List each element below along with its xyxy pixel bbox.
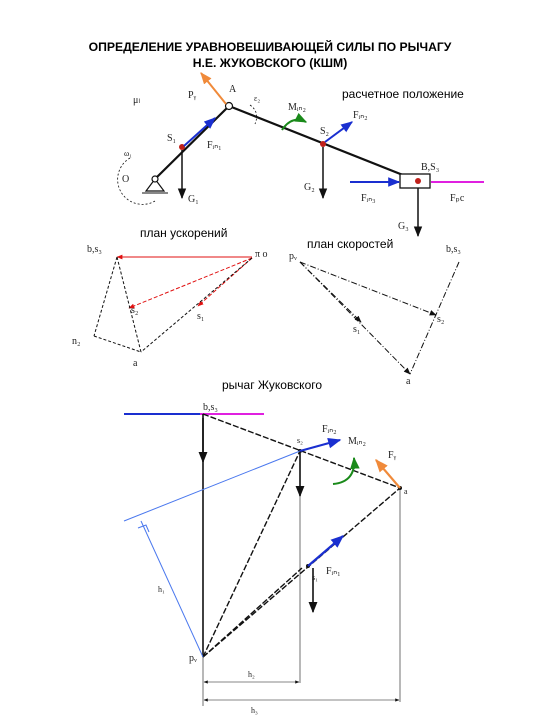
lever-pv-label: pᵥ: [189, 653, 197, 664]
accel-n2-label: n₂: [72, 336, 81, 347]
f-in3-label: Fᵢₙ₃: [361, 193, 376, 204]
title-line-2: Н.Е. ЖУКОВСКОГО (КШМ): [192, 56, 348, 70]
title-line-1: ОПРЕДЕЛЕНИЕ УРАВНОВЕШИВАЮЩЕЙ СИЛЫ ПО РЫЧ…: [88, 40, 452, 54]
lever-f-y-label: Fᵧ: [388, 450, 397, 461]
lever-m-in2-label: Mᵢₙ₂: [348, 436, 366, 447]
accel-a-label: a: [133, 358, 138, 369]
joint-s1: [179, 144, 185, 150]
lever-f-y-arrow: [375, 458, 401, 489]
accel-a-vector: [140, 257, 253, 353]
joint-b: [415, 178, 421, 184]
s2-label: S₂: [320, 126, 329, 137]
lever-f-in1-arrow: [307, 535, 345, 567]
lever-s1-label: s₁: [312, 573, 318, 582]
ground-support-icon: [144, 178, 166, 192]
page-title: ОПРЕДЕЛЕНИЕ УРАВНОВЕШИВАЮЩЕЙ СИЛЫ ПО РЫЧ…: [0, 39, 540, 71]
lever-h1-line: [140, 520, 204, 658]
force-p-label: Pᵧ: [188, 90, 197, 101]
lever-f-in2-label: Fᵢₙ₂: [322, 424, 337, 435]
velocity-plan: план скоростей pᵥ b,s₃ s₁ s₂ a: [289, 237, 461, 387]
accel-s1-label: s₁: [197, 311, 204, 322]
lever-s2-label: s₂: [297, 436, 303, 445]
vel-a-vector: [299, 261, 411, 375]
lever-right-angle-mark: [137, 524, 150, 533]
force-f-in1-arrow: [183, 117, 216, 147]
zhukovsky-lever-caption: рычаг Жуковского: [222, 378, 322, 392]
f-in1-label: Fᵢₙ₁: [207, 140, 222, 151]
lever-f-in1-label: Fᵢₙ₁: [326, 566, 341, 577]
s1-label: S₁: [167, 133, 176, 144]
acceleration-plan: план ускорений b,s₃ π o s₂ s₁ n₂ a: [72, 226, 268, 369]
lever-h2-label: h₂: [248, 670, 255, 679]
point-a-label: A: [229, 84, 237, 95]
joint-a: [224, 101, 234, 111]
eps2-arc: [249, 104, 258, 125]
omega1-label: ω₁: [124, 149, 132, 158]
acceleration-plan-caption: план ускорений: [140, 226, 227, 240]
vel-b-s3-label: b,s₃: [446, 244, 461, 255]
vel-a-label: a: [406, 376, 411, 387]
accel-ba-line: [116, 256, 142, 353]
accel-s2-label: s₂: [131, 305, 138, 316]
lever-f-in2-arrow: [299, 438, 342, 453]
lever-b-s3-label: b,s₃: [203, 402, 218, 413]
lever-h3-label: h₃: [251, 706, 258, 715]
mechanism-diagram: μₗ расчетное положение A Pᵧ ε₂ Mᵢₙ₂ S₁ F…: [117, 72, 484, 238]
point-o-label: O: [122, 174, 129, 185]
eps2-label: ε₂: [254, 94, 260, 103]
force-p-arrow: [200, 72, 227, 105]
lever-h1-label: h₁: [158, 585, 165, 594]
f-in2-label: Fᵢₙ₂: [353, 110, 368, 121]
accel-b-n2-line: [93, 256, 118, 337]
moment-m-in2-arrow: [281, 112, 308, 131]
vel-s2-label: s₂: [437, 314, 444, 325]
lever-pv-s2-line: [202, 450, 301, 658]
zhukovsky-lever: рычаг Жуковского b,s₃ s₂ Fᵢₙ₂ Mᵢₙ₂: [123, 378, 408, 715]
lever-f-in2-extension: [123, 450, 301, 522]
g3-label: G₃: [398, 221, 409, 232]
accel-n2-a-line: [93, 335, 142, 353]
lever-moment-arrow: [332, 456, 360, 485]
vel-s2-vector: [299, 261, 437, 316]
vel-pv-label: pᵥ: [289, 251, 297, 262]
mu-label: μₗ: [133, 95, 140, 106]
b-s3-label: B,S₃: [421, 162, 439, 173]
g1-label: G₁: [188, 194, 199, 205]
accel-pi-o-label: π o: [255, 249, 268, 260]
vel-ba-line: [409, 261, 460, 375]
g2-label: G₂: [304, 182, 315, 193]
vel-s1-label: s₁: [353, 324, 360, 335]
f-pc-label: Fₚc: [450, 193, 465, 204]
lever-pv-s1-line: [202, 567, 303, 658]
accel-b-s3-label: b,s₃: [87, 244, 102, 255]
lever-a-label: a: [404, 487, 408, 496]
lever-pv-a-line: [202, 487, 401, 658]
force-f-in2-arrow: [324, 121, 353, 143]
moment-m-in2-label: Mᵢₙ₂: [288, 102, 306, 113]
design-position-caption: расчетное положение: [342, 87, 464, 101]
velocity-plan-caption: план скоростей: [307, 237, 393, 251]
joint-s2: [320, 141, 326, 147]
joint-o: [151, 175, 159, 183]
crank-link: [154, 105, 230, 180]
accel-s2-vector: [128, 257, 253, 309]
